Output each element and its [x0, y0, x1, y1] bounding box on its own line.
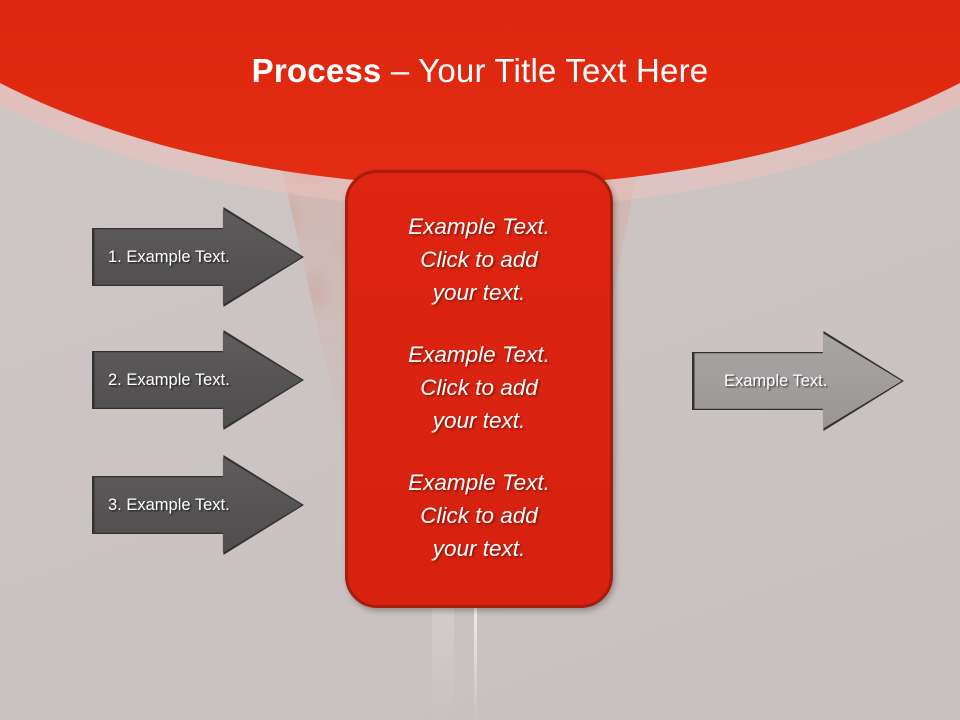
center-text-block-2-line-3: your text. [432, 407, 526, 433]
center-text-block-3-line-2: Click to add [420, 502, 538, 528]
process-step-label-2: 2. Example Text. [108, 371, 230, 389]
center-text-block-2: Example Text. Click to add your text. [362, 338, 596, 437]
center-text-block-1-line-3: your text. [432, 279, 526, 305]
center-text-block-1-line-1: Example Text. [408, 213, 550, 239]
process-step-arrow-3[interactable]: 3. Example Text. [92, 455, 304, 555]
process-step-label-3: 3. Example Text. [108, 496, 230, 514]
process-step-arrow-1[interactable]: 1. Example Text. [92, 207, 304, 307]
center-text-block-3-line-1: Example Text. [408, 469, 550, 495]
center-text-block-3-line-3: your text. [432, 535, 526, 561]
process-center-panel[interactable]: Example Text. Click to add your text. Ex… [345, 170, 613, 608]
process-step-label-1: 1. Example Text. [108, 248, 230, 266]
background-light-streak-wide [432, 600, 454, 720]
center-text-block-1-line-2: Click to add [420, 246, 538, 272]
process-output-arrow[interactable]: Example Text. [692, 331, 904, 431]
slide-header-banner [0, 0, 960, 220]
center-text-block-2-line-1: Example Text. [408, 341, 550, 367]
center-text-block-2-line-2: Click to add [420, 374, 538, 400]
page-title-strong: Process [251, 52, 382, 89]
page-title: Process – Your Title Text Here [0, 52, 960, 90]
process-step-arrow-2[interactable]: 2. Example Text. [92, 330, 304, 430]
process-output-label: Example Text. [724, 372, 828, 390]
center-text-block-3: Example Text. Click to add your text. [362, 466, 596, 565]
page-title-rest: – Your Title Text Here [381, 52, 709, 89]
background-light-streak [474, 600, 477, 720]
center-text-block-1: Example Text. Click to add your text. [362, 210, 596, 309]
